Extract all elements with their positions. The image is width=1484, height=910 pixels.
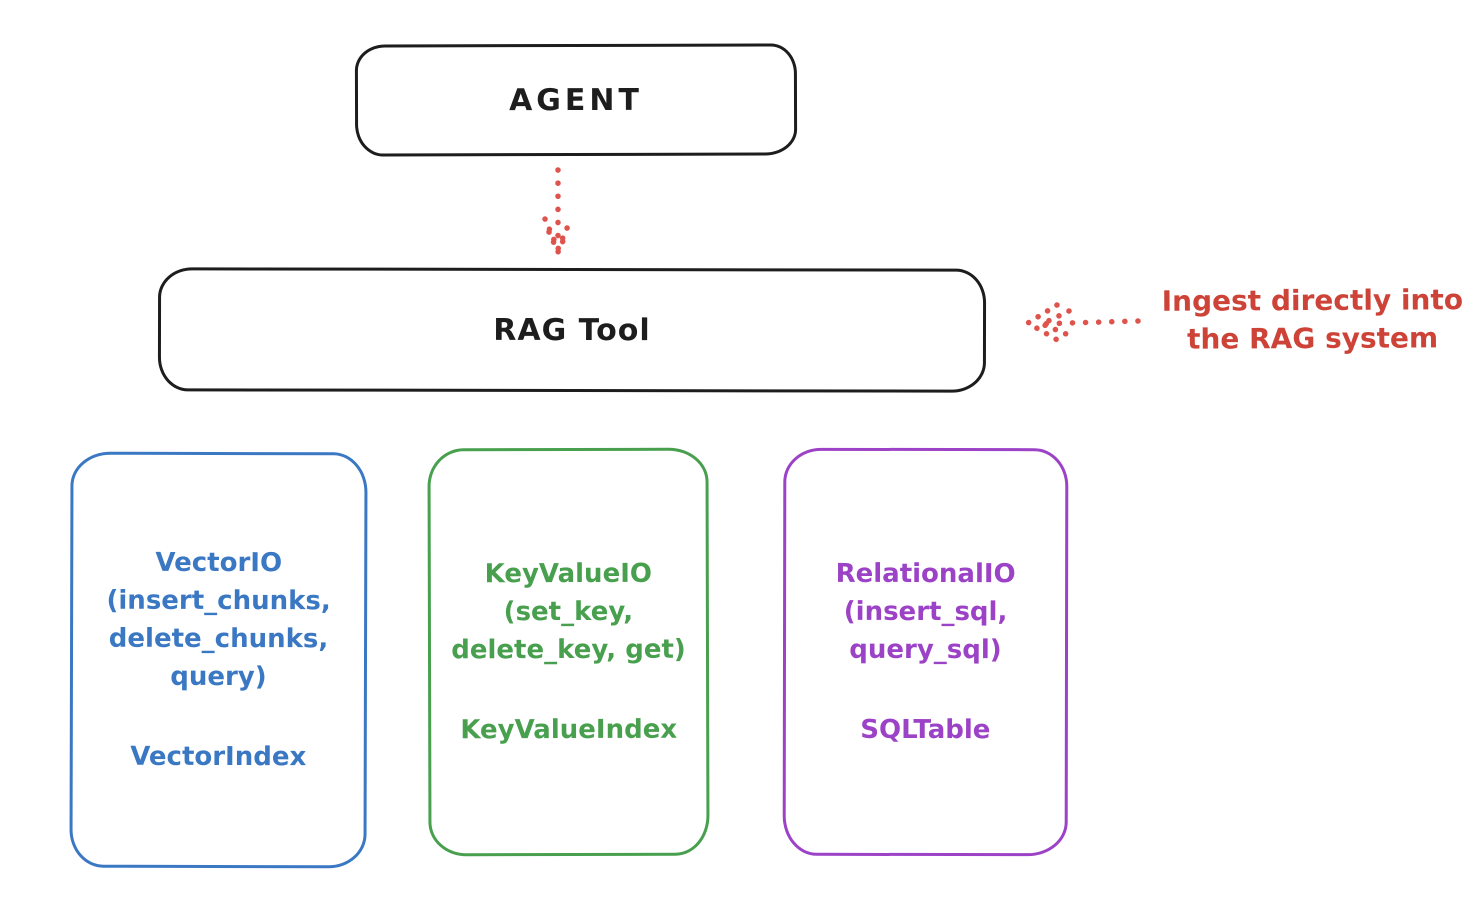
agent-label: AGENT (509, 82, 643, 118)
relational-io-title-line: query_sql) (849, 634, 1002, 666)
vector-io-title-line: VectorIO (155, 547, 283, 579)
vector-index-label: VectorIndex (130, 741, 307, 773)
keyvalue-io-title-line: KeyValueIO (484, 558, 653, 590)
ingest-annotation-line: Ingest directly into (1161, 283, 1464, 318)
agent-node: AGENT (354, 43, 798, 157)
dotted-arrow-down-icon (542, 167, 574, 259)
relational-io-title-line: (insert_sql, (843, 596, 1008, 628)
keyvalue-index-label: KeyValueIndex (460, 714, 678, 746)
rag-tool-label: RAG Tool (493, 312, 651, 348)
sql-table-label: SQLTable (860, 714, 991, 746)
vector-io-title-line: (insert_chunks, (106, 585, 331, 617)
rag-tool-node: RAG Tool (157, 267, 987, 393)
ingest-annotation-line: the RAG system (1186, 321, 1439, 356)
vector-io-title-line: query) (170, 661, 267, 693)
vector-io-title-line: delete_chunks, (108, 623, 329, 655)
vector-io-node: VectorIO (insert_chunks, delete_chunks, … (69, 451, 368, 869)
dotted-arrow-left-icon (1022, 302, 1141, 344)
keyvalue-io-title-line: delete_key, get) (451, 634, 686, 666)
relational-io-node: RelationalIO (insert_sql, query_sql) SQL… (782, 447, 1069, 857)
ingest-annotation: Ingest directly into the RAG system (1140, 281, 1484, 359)
keyvalue-io-node: KeyValueIO (set_key, delete_key, get) Ke… (427, 447, 710, 857)
relational-io-title-line: RelationalIO (835, 558, 1016, 590)
keyvalue-io-title-line: (set_key, (503, 596, 634, 628)
